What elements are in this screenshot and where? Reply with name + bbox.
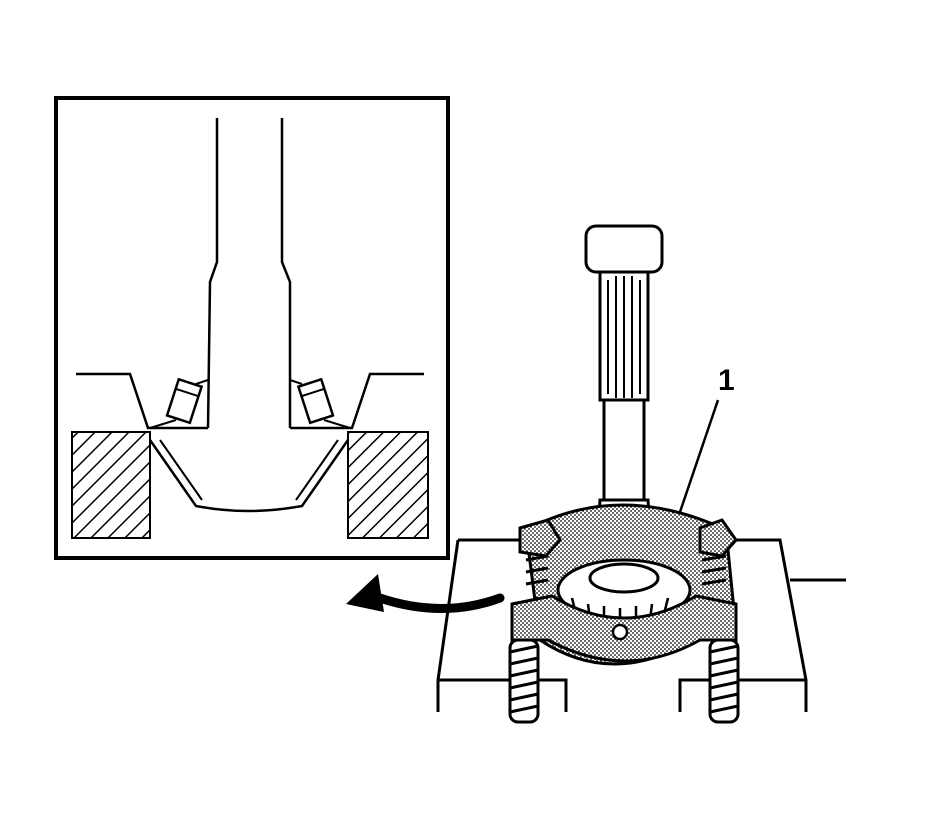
shaft-lower [602,398,646,502]
right-nut [698,518,738,558]
pinion-cone-inner [159,439,339,501]
press-plate-right [678,538,846,712]
main-assembly [436,224,846,724]
splitter-center-hole [611,623,629,641]
curved-arrow-icon [346,574,505,613]
press-ram [584,224,664,274]
bearing-cage [149,379,351,429]
housing-profile [76,372,424,430]
bearing-inner [588,562,660,594]
left-hatched-support [71,431,151,539]
upper-left-threads [525,554,549,586]
left-nut [518,518,562,558]
shaft-splines [607,276,641,398]
right-hatched-support [347,431,429,539]
right-threaded-rod [708,638,740,724]
callout-1-leader [678,399,720,513]
shaft-profile [206,118,292,429]
press-plate-left [436,538,568,712]
callout-1-label: 1 [718,364,735,397]
left-threaded-rod [508,638,540,724]
right-roller [296,377,335,425]
pinion-cone [148,439,350,513]
inset-detail-view [54,96,450,560]
left-roller [165,377,204,425]
upper-right-threads [701,554,727,586]
